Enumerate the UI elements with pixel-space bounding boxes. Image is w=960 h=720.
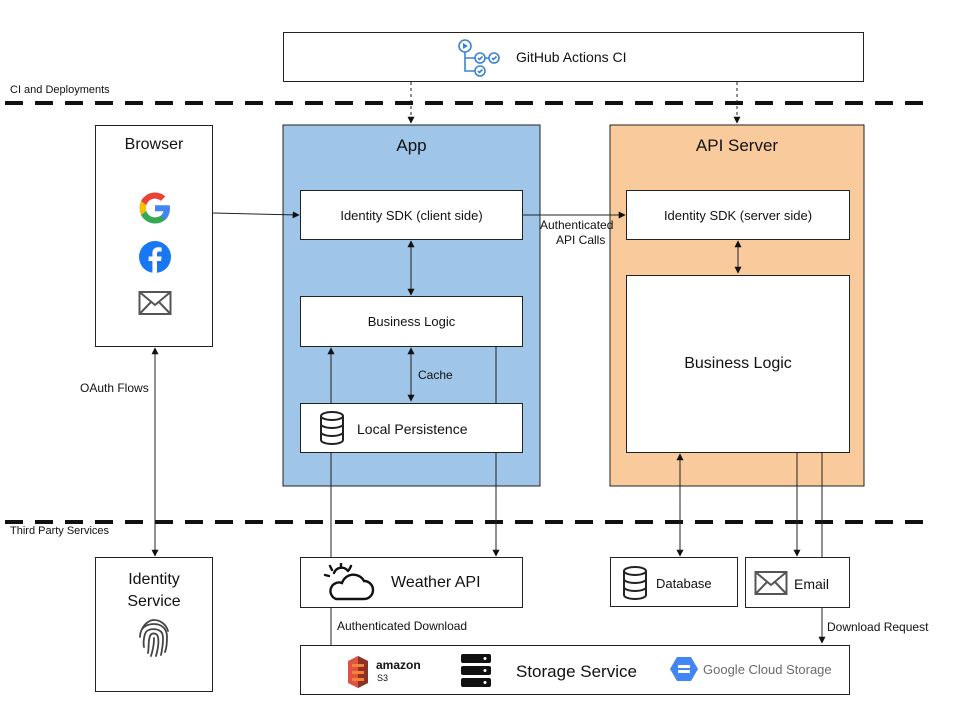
database-label: Database — [656, 576, 712, 591]
server-stack-icon — [461, 654, 491, 687]
app-identity-sdk-box: Identity SDK (client side) — [300, 190, 523, 240]
browser-box — [95, 125, 213, 347]
amazon-label: amazon — [376, 658, 421, 672]
weather-api-label: Weather API — [391, 574, 481, 591]
github-actions-ci-box — [283, 32, 864, 82]
oauth-flows-label: OAuth Flows — [80, 381, 149, 395]
identity-service-title-1: Identity — [128, 571, 180, 588]
ci-title: GitHub Actions CI — [516, 49, 627, 65]
authenticated-api-calls-label-2: API Calls — [556, 233, 606, 247]
cache-label: Cache — [418, 368, 453, 382]
email-label: Email — [794, 576, 830, 592]
mail-icon — [138, 291, 172, 315]
google-icon — [139, 192, 170, 224]
ci-zone-label: CI and Deployments — [10, 84, 110, 96]
local-persistence-label: Local Persistence — [357, 421, 468, 437]
storage-service-box — [300, 645, 850, 695]
api-server-title: API Server — [695, 136, 779, 155]
database-icon — [623, 566, 647, 601]
storage-service-label: Storage Service — [516, 662, 637, 681]
google-cloud-storage-label: Google Cloud Storage — [703, 662, 832, 677]
s3-label: S3 — [377, 673, 389, 683]
workflow-icon — [458, 39, 500, 77]
app-business-logic-box: Business Logic — [300, 296, 523, 347]
api-identity-sdk-box: Identity SDK (server side) — [626, 190, 850, 240]
identity-service-title-2: Service — [127, 593, 181, 610]
weather-cloud-icon — [323, 563, 375, 601]
database-icon — [320, 411, 344, 446]
google-cloud-storage-icon — [670, 657, 698, 681]
fingerprint-icon — [139, 619, 169, 657]
amazon-s3-icon — [348, 656, 368, 688]
email-box — [745, 557, 850, 608]
authenticated-download-label: Authenticated Download — [337, 619, 468, 633]
download-request-label: Download Request — [827, 620, 929, 634]
mail-icon — [754, 571, 788, 595]
facebook-icon — [139, 241, 171, 273]
browser-to-sdk-arrow — [212, 211, 300, 219]
app-title: App — [396, 136, 427, 155]
authenticated-api-calls-label-1: Authenticated — [540, 218, 614, 232]
third-party-zone-label: Third Party Services — [10, 525, 110, 537]
api-business-logic-box: Business Logic — [626, 275, 850, 453]
browser-title: Browser — [124, 136, 184, 153]
